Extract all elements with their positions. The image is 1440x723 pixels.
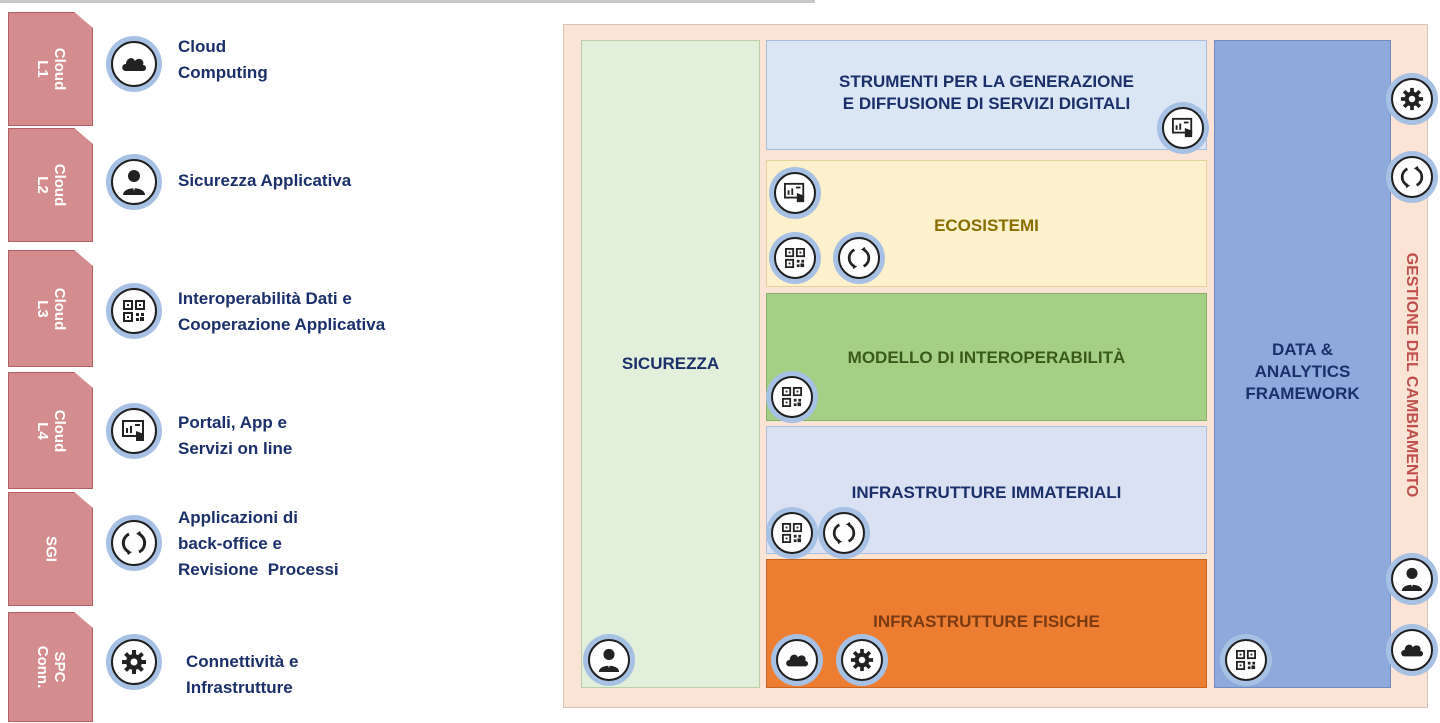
top-divider-line [0,0,815,3]
sicurezza-label: SICUREZZA [621,354,720,373]
cloud-icon [771,634,823,686]
legend-label-sicurezza-applicativa: Sicurezza Applicativa [178,171,352,190]
refresh-icon [106,515,162,571]
legend-tab-label: SPC Conn. [33,645,68,689]
strumenti-block: STRUMENTI PER LA GENERAZIONE E DIFFUSION… [766,40,1207,150]
data-analytics-label: DATA & ANALYTICS FRAMEWORK [1245,340,1360,403]
modello-block: MODELLO DI INTEROPERABILITÀ [766,293,1207,421]
legend-tab-cloud-l1: Cloud L1 [8,12,93,126]
user-icon [583,634,635,686]
refresh-icon [1386,151,1438,203]
qr-code-icon [766,507,818,559]
legend-tab-cloud-l4: Cloud L4 [8,372,93,489]
legend-label-interoperabilita: Interoperabilità Dati e Cooperazione App… [178,289,386,334]
legend-label-connettivita: Connettività e Infrastrutture [186,652,299,697]
ecosistemi-block: ECOSISTEMI [766,160,1207,287]
refresh-icon [818,507,870,559]
strumenti-label: STRUMENTI PER LA GENERAZIONE E DIFFUSION… [839,72,1134,113]
legend-tab-cloud-l2: Cloud L2 [8,128,93,242]
qr-code-icon [1220,634,1272,686]
user-icon [106,154,162,210]
portal-icon [1157,102,1209,154]
legend-tab-label: Cloud L4 [33,409,68,452]
gear-icon [106,634,162,690]
immateriali-label: INFRASTRUTTURE IMMATERIALI [851,483,1122,502]
legend-label-portali: Portali, App e Servizi on line [178,413,293,458]
gear-icon [1386,73,1438,125]
qr-code-icon [766,371,818,423]
legend-tab-label: Cloud L3 [33,287,68,330]
legend-tab-sgi: SGI [8,492,93,606]
legend-tab-cloud-l3: Cloud L3 [8,250,93,367]
legend-label-applicazioni: Applicazioni di back-office e Revisione … [178,508,339,579]
refresh-icon [833,232,885,284]
portal-icon [769,167,821,219]
fisiche-label: INFRASTRUTTURE FISICHE [873,612,1100,631]
legend-tab-label: Cloud L1 [33,47,68,91]
legend-label-cloud-computing: Cloud Computing [178,37,268,82]
sicurezza-block: SICUREZZA [581,40,760,688]
qr-code-icon [769,232,821,284]
legend-tab-label: Cloud L2 [33,163,68,207]
cloud-icon [106,36,162,92]
qr-code-icon [106,283,162,339]
portal-icon [106,403,162,459]
modello-label: MODELLO DI INTEROPERABILITÀ [847,348,1126,367]
legend-tab-label: SGI [42,536,59,562]
cloud-icon [1386,624,1438,676]
data-analytics-block: DATA & ANALYTICS FRAMEWORK [1214,40,1391,688]
fisiche-block: INFRASTRUTTURE FISICHE [766,559,1207,688]
gear-icon [836,634,888,686]
gestione-cambiamento-label: GESTIONE DEL CAMBIAMENTO [1403,252,1420,498]
user-icon [1386,553,1438,605]
ecosistemi-label: ECOSISTEMI [934,216,1039,235]
legend-tab-spc-conn: SPC Conn. [8,612,93,722]
